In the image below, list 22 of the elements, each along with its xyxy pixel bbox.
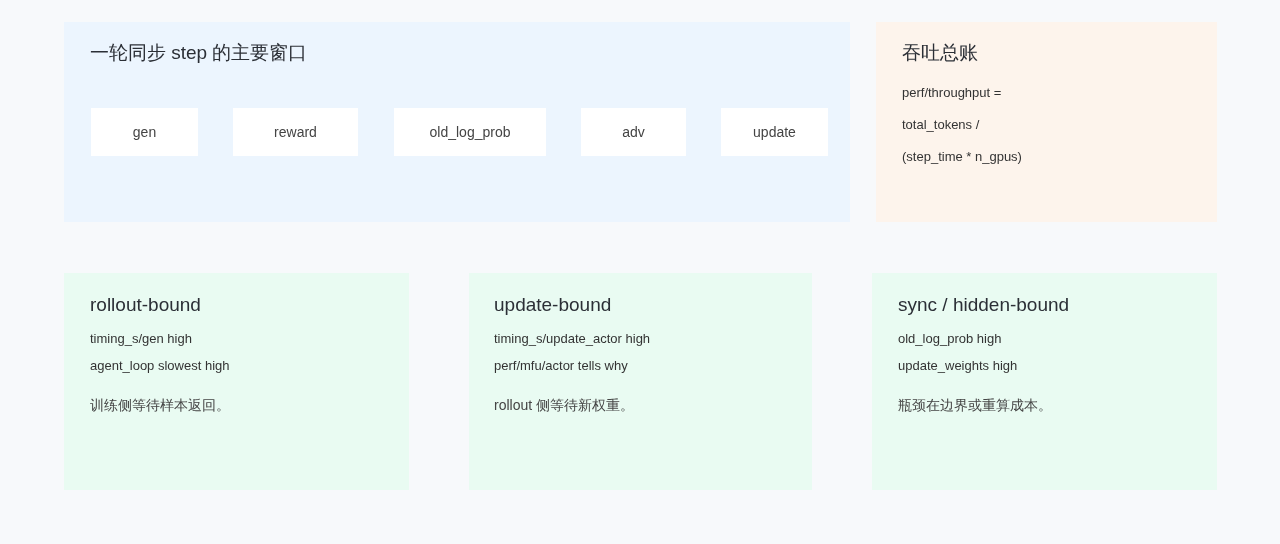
panel-heading: 吞吐总账 — [902, 41, 978, 65]
panel-heading: rollout-bound — [90, 293, 201, 317]
metric-line: perf/throughput = — [902, 84, 1002, 102]
panel-heading: sync / hidden-bound — [898, 293, 1070, 317]
metric-line: (step_time * n_gpus) — [902, 148, 1022, 166]
stage-box: old_log_prob — [394, 108, 546, 156]
stage-box: reward — [233, 108, 358, 156]
metric-line: timing_s/update_actor high — [494, 330, 651, 348]
note-text: rollout 侧等待新权重。 — [494, 396, 635, 415]
note-text: 训练侧等待样本返回。 — [90, 396, 230, 415]
metric-line: perf/mfu/actor tells why — [494, 357, 628, 375]
stage-box: gen — [91, 108, 198, 156]
metric-line: total_tokens / — [902, 116, 980, 134]
stage-box: update — [721, 108, 828, 156]
note-text: 瓶颈在边界或重算成本。 — [898, 396, 1052, 415]
metric-line: update_weights high — [898, 357, 1018, 375]
stage-box: adv — [581, 108, 686, 156]
metric-line: timing_s/gen high — [90, 330, 192, 348]
panel-heading: 一轮同步 step 的主要窗口 — [90, 41, 308, 65]
metric-line: agent_loop slowest high — [90, 357, 230, 375]
panel-heading: update-bound — [494, 293, 612, 317]
metric-line: old_log_prob high — [898, 330, 1002, 348]
